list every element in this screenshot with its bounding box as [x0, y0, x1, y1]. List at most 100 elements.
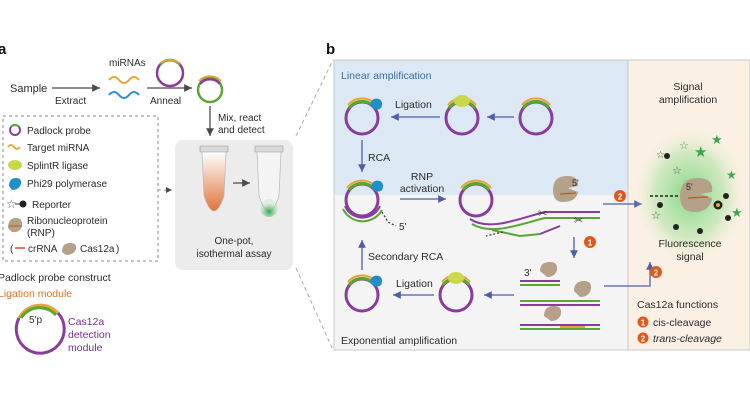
ligation-module-label: Ligation module	[0, 288, 72, 300]
signal-rnp: 5'	[650, 178, 723, 212]
legend-reporter: ☆ Reporter	[6, 197, 72, 211]
svg-text:Ribonucleoprotein: Ribonucleoprotein	[27, 216, 108, 227]
scissors-icon-2: ✂	[574, 215, 583, 227]
badge-2-text: 2	[618, 193, 623, 202]
quencher-icon	[19, 200, 27, 208]
panel-b-label: b	[326, 41, 335, 58]
detection-module-label-1: Cas12a	[68, 316, 104, 328]
ligase-icon	[448, 272, 464, 284]
legend-target-mirna: Target miRNA	[7, 143, 90, 154]
ligated-probe-polymerase	[344, 97, 383, 136]
mirna-squiggle-icon	[7, 144, 21, 150]
tube-before-icon	[199, 145, 229, 212]
polymerase-icon	[9, 178, 22, 190]
secondary-ligated-probe	[344, 274, 383, 313]
badge-1-text: 1	[588, 239, 593, 248]
rca-label: RCA	[368, 152, 390, 164]
svg-text:Phi29 polymerase: Phi29 polymerase	[27, 179, 107, 190]
polymerase-icon	[371, 180, 384, 192]
svg-text:SplintR ligase: SplintR ligase	[27, 161, 89, 172]
mirna-blue-icon	[108, 91, 140, 99]
cas12a-functions-title: Cas12a functions	[637, 299, 718, 311]
mirnas-label: miRNAs	[109, 58, 146, 69]
scissors-icon: ✂	[538, 208, 547, 220]
star-icon: ★	[726, 168, 737, 182]
linear-amplification-title: Linear amplification	[341, 70, 432, 82]
panel-a-label: a	[0, 41, 7, 58]
star-icon: ☆	[6, 197, 17, 211]
star-icon: ★	[694, 144, 707, 161]
panel-b-border	[333, 59, 750, 351]
extract-label: Extract	[55, 96, 86, 107]
cas12a-icon	[62, 243, 77, 255]
svg-text:Cas12a: Cas12a	[80, 244, 115, 255]
secondary-probe	[438, 272, 474, 313]
cleaved-fragments	[520, 262, 600, 330]
tube-after-icon	[254, 145, 284, 217]
star-icon: ☆	[651, 210, 661, 222]
detection-module-label-2: detection	[68, 329, 111, 341]
svg-text:crRNA: crRNA	[28, 244, 58, 255]
rnp-activation-complex: 5' ✂ ✂	[458, 176, 600, 238]
rnp-icon	[8, 218, 23, 233]
svg-text:(RNP): (RNP)	[27, 228, 55, 239]
function-badge-2-icon	[637, 332, 649, 344]
anneal-label: Anneal	[150, 96, 181, 107]
one-pot-label-2: isothermal assay	[196, 249, 271, 260]
probe-with-ligase	[444, 95, 480, 136]
rnp-activation-label-2: activation	[400, 183, 445, 195]
badge-2b-text: 2	[654, 269, 659, 278]
svg-text:5': 5'	[686, 182, 693, 192]
zoom-line-bottom	[295, 267, 334, 351]
annealed-probe-icon	[196, 76, 224, 104]
fluorescence-stars: ★ ★ ★ ★ ☆ ☆ ☆ ☆	[651, 132, 743, 222]
detection-module-label-3: module	[68, 342, 103, 354]
legend-padlock-text: Padlock probe	[27, 126, 91, 137]
svg-text:Target miRNA: Target miRNA	[27, 143, 90, 154]
function-badge-1-icon	[637, 316, 649, 328]
ligase-icon	[454, 95, 470, 107]
star-icon: ★	[731, 205, 743, 220]
svg-text:5': 5'	[572, 178, 579, 188]
mirna-orange-icon	[108, 76, 140, 84]
rnp-icon	[553, 176, 579, 202]
star-icon: ★	[711, 132, 723, 147]
mix-react-label-1: Mix, react	[218, 113, 262, 124]
function-badge-2-num: 2	[641, 335, 646, 344]
legend-padlock: Padlock probe	[9, 124, 91, 137]
construct-title: Padlock probe construct	[0, 272, 111, 284]
ligation-label-1: Ligation	[395, 99, 432, 111]
signal-amplification-title-1: Signal	[673, 81, 702, 93]
badge-2b-icon	[650, 266, 662, 278]
fluorescence-label-1: Fluorescence	[658, 238, 721, 250]
one-pot-label-1: One-pot,	[215, 236, 254, 247]
exponential-amplification-title: Exponential amplification	[341, 335, 457, 347]
polymerase-icon	[370, 98, 383, 110]
ligation-label-2: Ligation	[396, 278, 433, 290]
signal-amplification-title-2: amplification	[659, 94, 718, 106]
badge-1-icon	[584, 236, 596, 248]
ligase-icon	[8, 160, 22, 170]
rnp-icon	[680, 178, 713, 212]
star-icon: ☆	[672, 165, 682, 177]
function-badge-1-num: 1	[641, 319, 646, 328]
rca-product	[342, 179, 397, 227]
fluorescence-label-2: signal	[676, 251, 703, 263]
cis-cleavage-label: cis-cleavage	[653, 317, 712, 329]
star-icon: ☆	[679, 140, 689, 152]
three-prime-label: 3'	[524, 268, 532, 279]
star-icon: ☆	[656, 150, 665, 161]
badge-2-icon	[614, 190, 626, 202]
trans-cleavage-label: trans-cleavage	[653, 333, 722, 345]
secondary-rca-label: Secondary RCA	[368, 251, 443, 263]
linear-amplification-bg	[334, 60, 628, 195]
sample-label: Sample	[10, 83, 47, 95]
svg-text:Reporter: Reporter	[32, 200, 72, 211]
legend-splintr: SplintR ligase	[8, 160, 89, 172]
quencher-dots	[657, 153, 731, 234]
legend-phi29: Phi29 polymerase	[9, 178, 107, 190]
padlock-probe-start	[518, 97, 554, 136]
svg-text:(: (	[10, 244, 14, 255]
polymerase-icon	[370, 275, 383, 287]
five-p-label: 5'p	[29, 315, 42, 326]
